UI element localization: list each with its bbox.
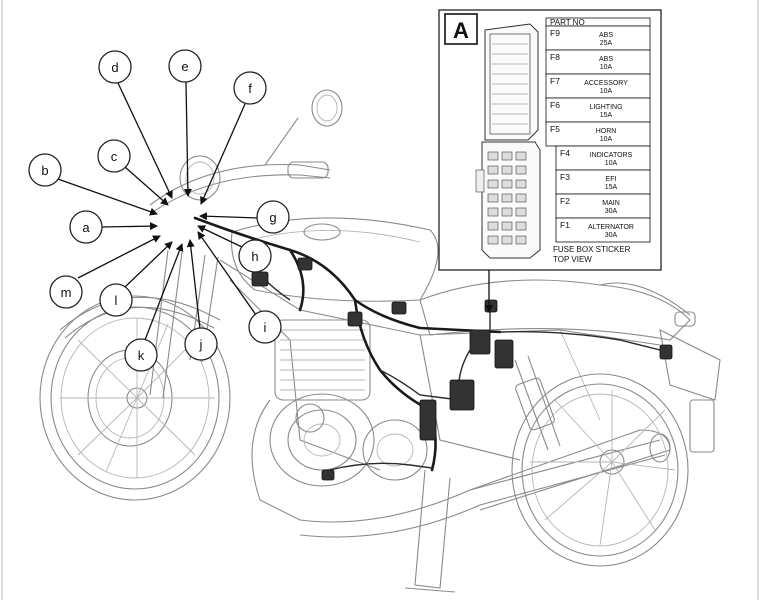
fuse-rating: 30A	[605, 208, 618, 215]
fuse-name: ALTERNATOR	[588, 224, 634, 231]
inset-label-box	[444, 13, 478, 45]
exhaust	[299, 429, 671, 538]
fuse-box-inset: A	[438, 9, 662, 271]
front-wheel	[39, 295, 231, 501]
fuse-cell	[555, 193, 651, 219]
fuse-rating: 10A	[605, 160, 618, 167]
callout-label: m	[61, 285, 72, 300]
callout-leaders	[54, 81, 493, 341]
wiring-harness	[193, 216, 673, 481]
fuse-id: F6	[550, 100, 560, 110]
fuse-id: F7	[550, 76, 560, 86]
motorcycle-outline	[39, 89, 721, 593]
fuse-cell	[555, 145, 651, 171]
callout-e: e	[168, 49, 202, 83]
fuse-rating: 15A	[605, 184, 618, 191]
inset-caption-line1: FUSE BOX STICKER	[553, 245, 631, 254]
fuse-id: F8	[550, 52, 560, 62]
callout-f: f	[233, 71, 267, 105]
fuse-name: HORN	[596, 128, 617, 135]
callout-label: i	[264, 320, 267, 335]
fuse-name: ACCESSORY	[584, 80, 628, 87]
callout-j: j	[184, 327, 218, 361]
fuse-id: F5	[550, 124, 560, 134]
inset-label: A	[453, 18, 469, 43]
callout-label: k	[138, 348, 145, 363]
fuse-cell	[555, 217, 651, 243]
callout-h: h	[238, 239, 272, 273]
engine	[251, 319, 428, 521]
seat	[419, 279, 721, 453]
fuse-rating: 15A	[600, 112, 613, 119]
callout-label: c	[111, 149, 118, 164]
callout-label: a	[82, 220, 90, 235]
fuse-box-drawing	[475, 23, 541, 259]
callout-label: b	[41, 163, 48, 178]
inset-caption-line2: TOP VIEW	[553, 255, 592, 264]
side-stand	[404, 469, 456, 593]
fuse-rating: 10A	[600, 88, 613, 95]
frame-rails	[219, 259, 661, 471]
fuse-rating: 25A	[600, 40, 613, 47]
fuse-cell	[545, 97, 651, 123]
callout-label: e	[181, 59, 188, 74]
callout-c: c	[97, 139, 131, 173]
callout-g: g	[256, 200, 290, 234]
fuse-name: EFI	[606, 176, 617, 183]
fuse-name: MAIN	[602, 200, 620, 207]
fuse-name: ABS	[599, 56, 613, 63]
callout-a: a	[69, 210, 103, 244]
fuse-cell	[555, 169, 651, 195]
handlebar	[149, 89, 343, 215]
callout-label: l	[115, 293, 118, 308]
callout-label: g	[269, 210, 276, 225]
callout-label: d	[111, 60, 118, 75]
fuse-cell	[545, 25, 651, 51]
callout-d: d	[98, 50, 132, 84]
part-no-header-text: PART NO	[550, 18, 585, 27]
callout-label: h	[251, 249, 258, 264]
fuse-id: F4	[560, 148, 570, 158]
fuse-id: F9	[550, 28, 560, 38]
fuse-name: LIGHTING	[589, 104, 622, 111]
fuse-cell	[545, 49, 651, 75]
fuse-id: F3	[560, 172, 570, 182]
callout-l: l	[99, 283, 133, 317]
callout-i: i	[248, 310, 282, 344]
rear-wheel	[511, 355, 689, 567]
fuse-name: INDICATORS	[590, 152, 633, 159]
callout-m: m	[49, 275, 83, 309]
fuse-id: F2	[560, 196, 570, 206]
fuse-cell	[545, 121, 651, 147]
callout-label: j	[199, 337, 203, 352]
callout-label: f	[248, 81, 252, 96]
headlamp	[179, 155, 221, 201]
fuse-rating: 10A	[600, 136, 613, 143]
fuse-name: ABS	[599, 32, 613, 39]
fuse-rating: 30A	[605, 232, 618, 239]
callout-b: b	[28, 153, 62, 187]
callout-k: k	[124, 338, 158, 372]
fuel-tank	[230, 217, 439, 302]
fuse-id: F1	[560, 220, 570, 230]
fuse-rating: 10A	[600, 64, 613, 71]
